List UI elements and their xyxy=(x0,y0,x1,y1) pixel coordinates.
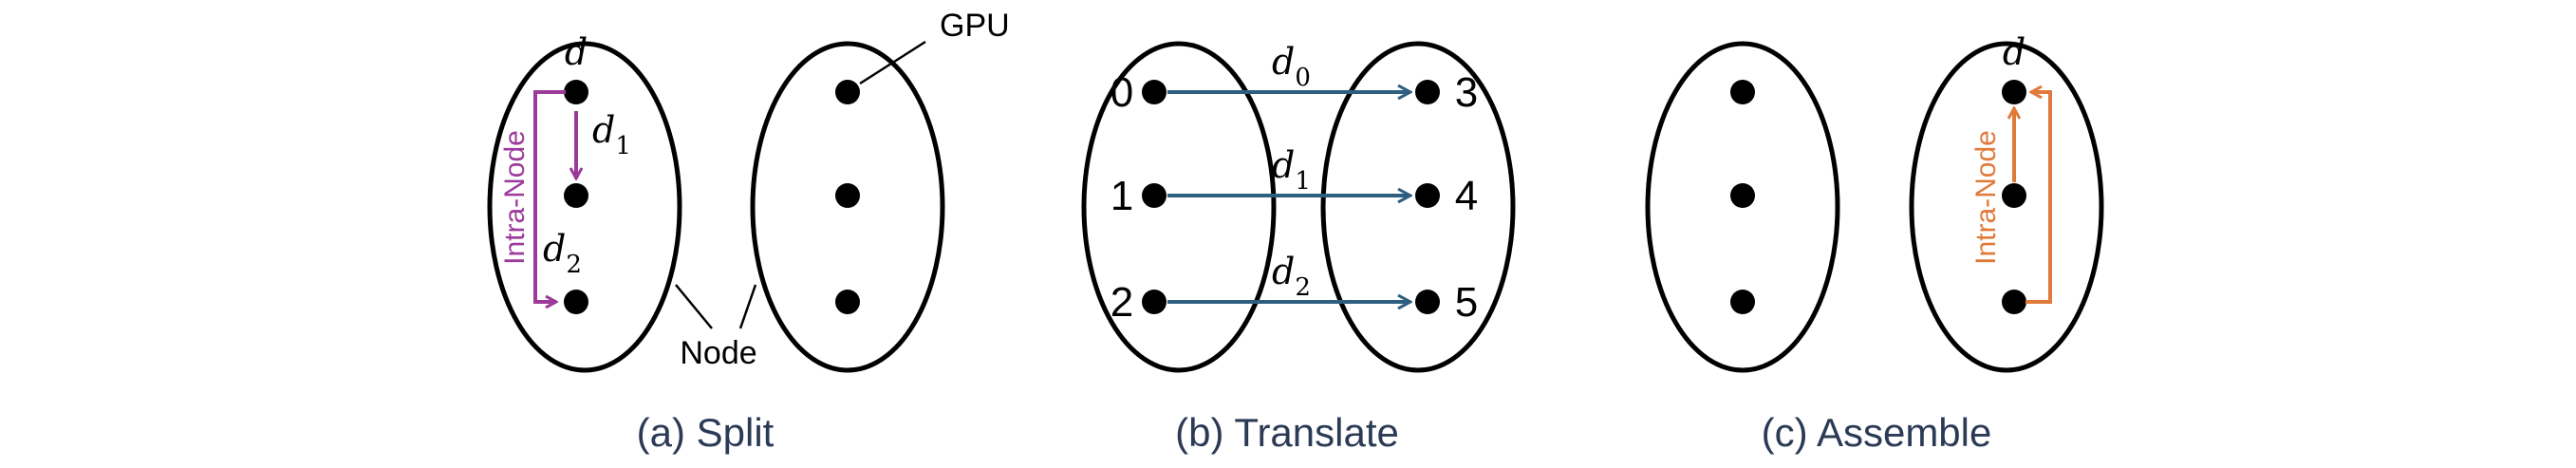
gpu-id-left-1: 1 xyxy=(1111,173,1133,219)
translate-d0-label: d0 xyxy=(1272,41,1311,92)
translate-d0-sub: 0 xyxy=(1295,64,1311,92)
assemble-d-label: d xyxy=(2003,31,2025,73)
gpu-dot xyxy=(1142,80,1167,104)
panel-assemble: Intra-Node d (c) Assemble xyxy=(1645,31,2104,455)
gpu-id-right-4: 4 xyxy=(1455,173,1478,219)
gpu-id-right-5: 5 xyxy=(1455,279,1478,326)
split-d2-base: d xyxy=(543,228,566,270)
node-callout-line-left xyxy=(675,284,713,329)
panel-translate: 0 1 2 3 4 5 d0 d1 d2 (b) Translate xyxy=(1081,41,1516,455)
translate-d1-sub: 1 xyxy=(1295,167,1311,196)
translate-d2-base: d xyxy=(1272,251,1295,292)
split-d1-label: d1 xyxy=(592,109,631,160)
gpu-dot xyxy=(1415,183,1440,208)
node-ellipse-right xyxy=(1320,41,1516,373)
gpu-id-left-2: 2 xyxy=(1111,279,1133,326)
gpu-dot xyxy=(2002,290,2026,314)
gpu-dot xyxy=(835,80,860,104)
split-intra-node-label: Intra-Node xyxy=(499,130,531,265)
gpu-dot xyxy=(564,183,588,208)
split-d1-base: d xyxy=(592,109,615,151)
gpu-id-right-3: 3 xyxy=(1455,69,1478,116)
gpu-dot xyxy=(2002,80,2026,104)
gpu-dot xyxy=(1142,183,1167,208)
split-arrow-d2 xyxy=(533,90,566,302)
gpu-callout-label: GPU xyxy=(940,8,1010,44)
node-ellipse-left xyxy=(1081,41,1277,373)
gpu-dot xyxy=(564,290,588,314)
assemble-caption: (c) Assemble xyxy=(1762,410,1992,455)
translate-d0-base: d xyxy=(1272,41,1295,83)
node-ellipse-left xyxy=(487,41,682,373)
node-ellipse-right xyxy=(1909,41,2104,373)
split-caption: (a) Split xyxy=(637,410,775,455)
gpu-dot xyxy=(1730,290,1755,314)
gpu-id-left-0: 0 xyxy=(1111,69,1133,116)
translate-d1-label: d1 xyxy=(1272,144,1311,196)
node-ellipse-right xyxy=(750,41,945,373)
gpu-dot xyxy=(1730,183,1755,208)
gpu-dot xyxy=(835,290,860,314)
translate-caption: (b) Translate xyxy=(1175,410,1399,455)
panel-split: Intra-Node d d1 d2 GPU Node (a) Split xyxy=(487,8,1010,455)
split-d2-label: d2 xyxy=(543,228,582,279)
gpu-dot xyxy=(1415,290,1440,314)
gpu-dot xyxy=(2002,183,2026,208)
translate-d2-label: d2 xyxy=(1272,251,1311,302)
gpu-dot xyxy=(1415,80,1440,104)
node-ellipse-left xyxy=(1645,41,1840,373)
gpu-dot xyxy=(1142,290,1167,314)
split-d1-sub: 1 xyxy=(615,132,631,160)
translate-d1-base: d xyxy=(1272,144,1295,186)
gpu-callout-line xyxy=(859,40,926,85)
assemble-arrow-bottom xyxy=(2025,92,2052,304)
split-d2-sub: 2 xyxy=(566,251,582,279)
gpu-dot xyxy=(564,80,588,104)
assemble-intra-node-label: Intra-Node xyxy=(1970,130,2002,265)
node-callout-line-right xyxy=(738,284,757,329)
split-d-label: d xyxy=(565,31,588,73)
node-callout-label: Node xyxy=(680,335,756,371)
translate-d2-sub: 2 xyxy=(1295,273,1311,302)
gpu-dot xyxy=(835,183,860,208)
gpu-dot xyxy=(1730,80,1755,104)
